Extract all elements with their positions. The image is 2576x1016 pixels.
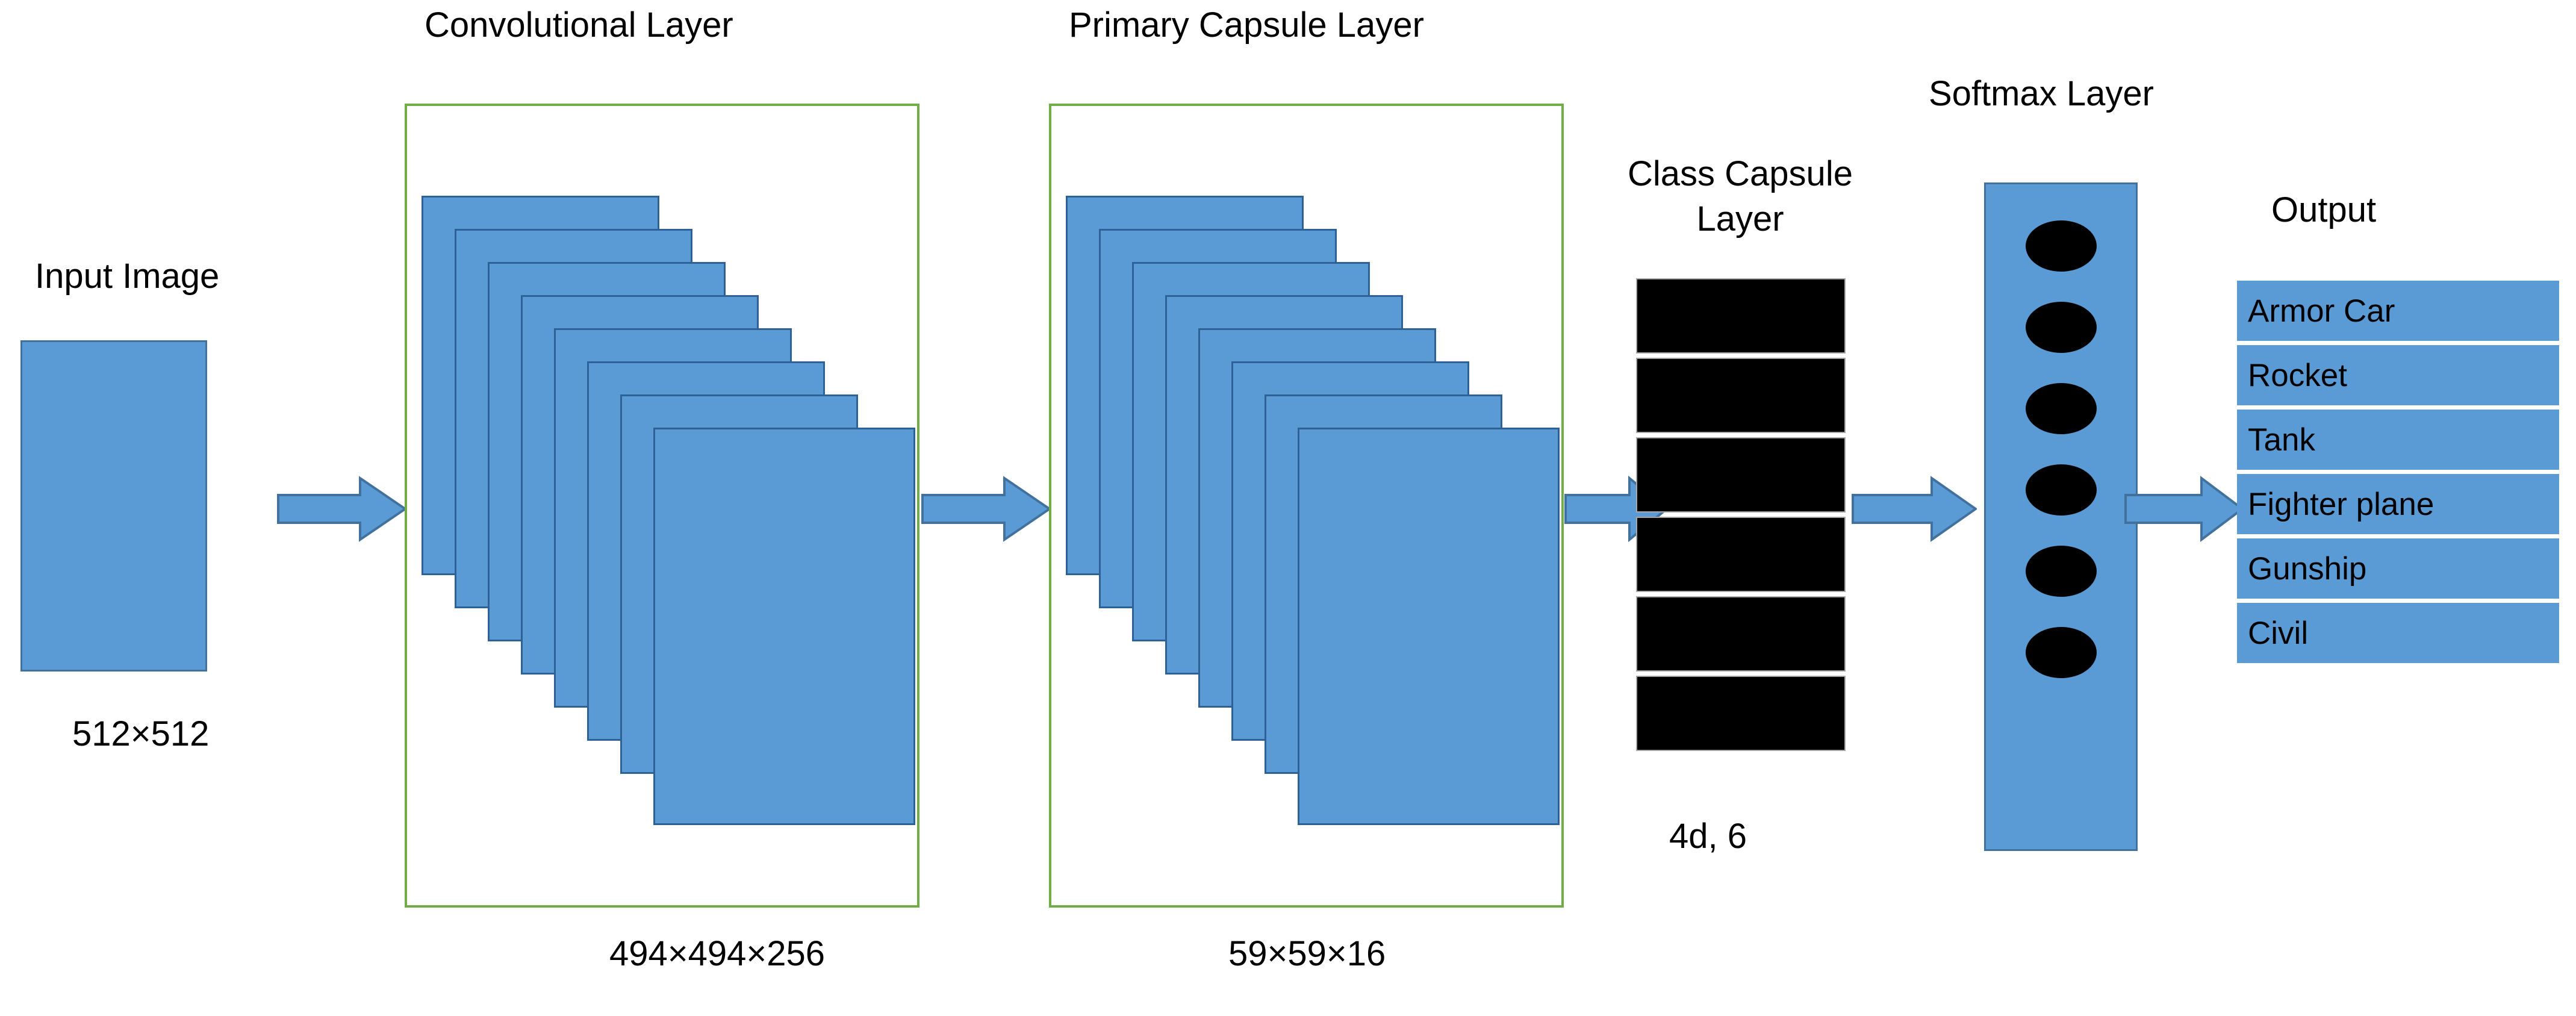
input-image-title: Input Image <box>35 257 220 296</box>
output-class-list: Armor Car Rocket Tank Fighter plane Guns… <box>2237 281 2559 690</box>
softmax-layer-title: Softmax Layer <box>1929 74 2154 113</box>
class-capsule-bar <box>1636 278 1846 354</box>
output-class-label: Armor Car <box>2248 293 2395 329</box>
softmax-node <box>2025 383 2097 434</box>
primary-capsule-layer-title: Primary Capsule Layer <box>1069 5 1424 45</box>
class-capsule-bar <box>1636 596 1846 672</box>
conv-layer-title: Convolutional Layer <box>425 5 733 45</box>
class-capsule-layer-title-line1: Class Capsule <box>1628 154 1853 193</box>
arrow-conv-to-primary-capsule <box>921 476 1051 542</box>
softmax-node <box>2025 546 2097 597</box>
output-class-row[interactable]: Armor Car <box>2237 281 2559 341</box>
output-class-row[interactable]: Rocket <box>2237 345 2559 405</box>
primary-capsule-card-stack <box>1066 196 1560 825</box>
conv-layer-group-box <box>405 104 919 908</box>
primary-capsule-layer-caption: 59×59×16 <box>1228 934 1386 973</box>
primary-capsule-group-box <box>1049 104 1564 908</box>
output-class-row[interactable]: Civil <box>2237 603 2559 663</box>
primary-capsule-card <box>1298 428 1560 825</box>
conv-card <box>653 428 915 825</box>
class-capsule-bar-stack <box>1636 278 1846 771</box>
input-image-caption: 512×512 <box>72 714 210 753</box>
output-class-label: Gunship <box>2248 550 2367 587</box>
class-capsule-layer-title-line2: Layer <box>1696 199 1784 238</box>
class-capsule-bar <box>1636 358 1846 433</box>
conv-layer-caption: 494×494×256 <box>609 934 826 973</box>
input-image-rect <box>20 340 207 672</box>
class-capsule-bar <box>1636 676 1846 751</box>
arrow-input-to-conv <box>277 476 406 542</box>
class-capsule-bar <box>1636 517 1846 592</box>
arrow-softmax-to-output <box>2124 476 2244 542</box>
softmax-node <box>2025 627 2097 678</box>
output-class-row[interactable]: Gunship <box>2237 538 2559 599</box>
output-class-label: Rocket <box>2248 357 2347 393</box>
softmax-layer-column <box>1984 182 2138 851</box>
output-class-row[interactable]: Tank <box>2237 410 2559 470</box>
arrow-class-capsule-to-softmax <box>1852 476 1977 542</box>
class-capsule-layer-caption: 4d, 6 <box>1669 817 1747 856</box>
output-class-row[interactable]: Fighter plane <box>2237 474 2559 534</box>
class-capsule-bar <box>1636 437 1846 513</box>
output-title: Output <box>2271 190 2377 229</box>
output-class-label: Tank <box>2248 422 2315 458</box>
softmax-node <box>2025 220 2097 272</box>
softmax-node <box>2025 464 2097 516</box>
softmax-node <box>2025 302 2097 353</box>
conv-layer-card-stack <box>422 196 915 825</box>
output-class-label: Civil <box>2248 615 2309 651</box>
output-class-label: Fighter plane <box>2248 486 2434 522</box>
